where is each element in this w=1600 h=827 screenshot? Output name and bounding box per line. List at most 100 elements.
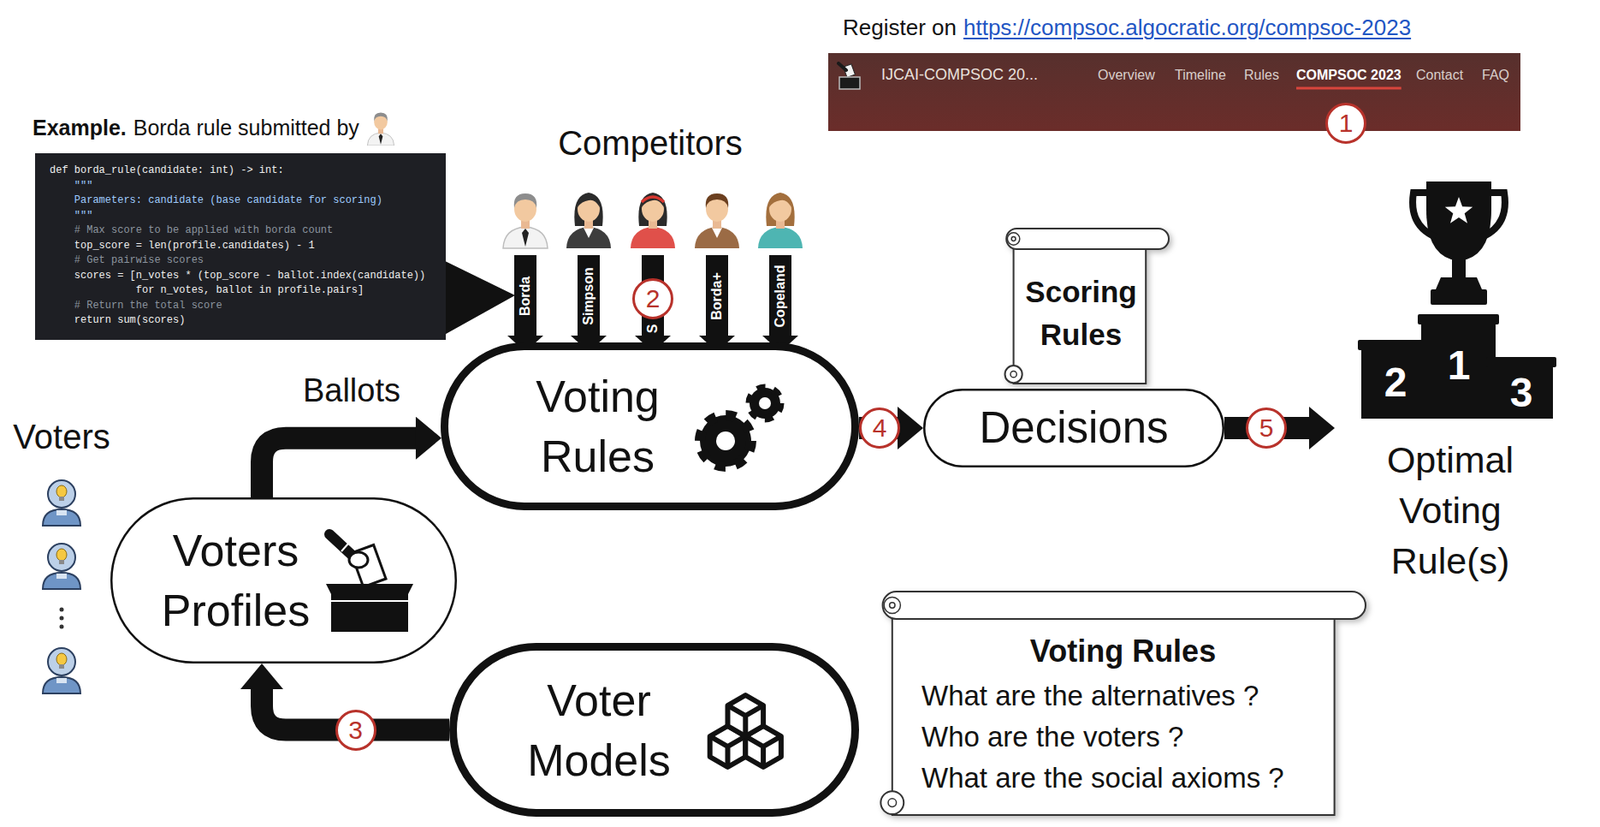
graphic-part	[59, 663, 65, 669]
gears-icon	[689, 375, 787, 478]
result-title: Optimal Voting Rule(s)	[1386, 434, 1514, 587]
graphic-part	[641, 196, 664, 202]
text-column: Voter Models	[527, 669, 671, 790]
code-line: top_score = len(profile.candidates) - 1	[49, 238, 315, 255]
nav-link: Contact	[1416, 66, 1464, 83]
graphic-part	[584, 217, 593, 229]
scroll-curl	[1011, 237, 1016, 242]
graphic-part	[59, 616, 65, 621]
graphic-part	[838, 63, 847, 71]
podium-rank: 2	[1384, 357, 1408, 408]
competitor-rule-name: Borda+	[709, 272, 725, 320]
stadium-border	[111, 497, 457, 663]
graphic-part	[769, 254, 792, 336]
node-content: Voting RulesWhat are the alternatives ?W…	[921, 632, 1325, 808]
code-line: scores = [n_votes * (top_score - ballot.…	[49, 268, 426, 285]
stadium-border	[453, 646, 856, 813]
callout-number: 4	[859, 407, 901, 449]
node-content: Voting Rules	[499, 350, 823, 502]
graphic-part	[705, 254, 729, 336]
callout-pointer	[436, 256, 516, 338]
graphic-part	[331, 593, 409, 632]
graphic-part	[42, 572, 81, 589]
code-line: # Get pairwise scores	[49, 253, 204, 269]
voter-icon	[42, 647, 81, 694]
graphic-part	[47, 543, 76, 571]
site-logo	[836, 61, 863, 91]
competitor-icon	[630, 192, 676, 249]
graphic-part	[710, 735, 747, 767]
graphic-part	[1426, 181, 1492, 261]
graphic-part	[1445, 196, 1473, 224]
graphic-part	[367, 132, 394, 146]
competitor-rule-name: S	[645, 324, 661, 334]
graphic-part	[574, 192, 603, 226]
nav-link: Timeline	[1174, 66, 1227, 83]
graphic-part	[769, 195, 792, 222]
section-heading: Voters	[12, 415, 110, 457]
code-line: # Max score to be applied with borda cou…	[49, 223, 333, 239]
nav-link: Rules	[1244, 66, 1280, 83]
graphic-part	[758, 226, 803, 249]
graphic-part	[503, 226, 548, 249]
callout-number: 1	[1325, 102, 1367, 144]
question-line: What are the alternatives ?	[921, 675, 1259, 717]
graphic-part	[749, 387, 781, 419]
graphic-part	[59, 559, 65, 564]
graphic-part	[1489, 360, 1553, 419]
graphic-part	[699, 414, 752, 467]
graphic-part	[839, 77, 860, 89]
node-content: Voters Profiles	[158, 505, 421, 655]
graphic-part	[514, 193, 537, 208]
scroll-curl	[889, 602, 895, 608]
site-title: IJCAI-COMPSOC 20...	[881, 65, 1038, 84]
scroll-curl	[888, 798, 897, 807]
text-column: Voters Profiles	[161, 520, 310, 640]
graphic-part	[765, 192, 795, 226]
graphic-part	[42, 676, 81, 694]
scroll-curl	[1005, 365, 1023, 383]
text-column: Scoring Rules	[1025, 270, 1137, 356]
graphic-part	[47, 480, 76, 508]
graphic-part	[648, 217, 658, 229]
process-box: Decisions	[923, 388, 1225, 468]
text-column: Decisions	[978, 402, 1168, 454]
flow-arrow	[1224, 406, 1335, 450]
scroll-title: Scoring Rules	[1025, 270, 1137, 356]
arrow-head	[415, 416, 442, 460]
graphic-part	[329, 533, 354, 557]
podium-rank: 1	[1447, 340, 1471, 391]
submitter-icon	[366, 109, 396, 146]
ellipsis-dots	[59, 607, 65, 629]
process-title: Voting Rules	[535, 366, 660, 486]
code-line: for n_votes, ballot in profile.pairs]	[49, 283, 364, 299]
url-link: https://compsoc.algocratic.org/compsoc-2…	[963, 14, 1411, 42]
podium-trophy: 213Optimal Voting Rule(s)	[1334, 175, 1566, 591]
graphic-part	[638, 192, 667, 226]
code-line: """	[49, 178, 93, 195]
process-title: Voters Profiles	[161, 520, 310, 640]
code-block: def borda_rule(candidate: int) -> int: "…	[35, 153, 446, 340]
edge-label: Ballots	[302, 370, 401, 410]
graphic-part	[1451, 258, 1466, 279]
voter-icon	[42, 543, 81, 589]
scroll-curl	[880, 790, 904, 814]
node-content: Scoring Rules	[1017, 248, 1145, 377]
code-line: # Return the total score	[49, 298, 223, 315]
graphic-part	[1486, 356, 1557, 368]
scroll-roll	[1006, 228, 1169, 249]
graphic-part	[694, 226, 740, 249]
graphic-part	[56, 509, 67, 516]
graphic-part	[727, 694, 764, 736]
arrow-head	[240, 663, 284, 689]
nav-link-active: COMPSOC 2023	[1296, 66, 1402, 83]
graphic-part	[705, 193, 729, 208]
graphic-part	[1430, 289, 1488, 305]
podium-rank: 3	[1510, 367, 1534, 418]
competitor-rule-name: Copeland	[772, 265, 789, 328]
graphic-part	[1435, 277, 1482, 290]
stadium-border	[924, 389, 1224, 467]
text-column: Voting Rules	[535, 366, 660, 486]
graphic-part	[56, 548, 67, 561]
graphic-part	[712, 217, 722, 229]
